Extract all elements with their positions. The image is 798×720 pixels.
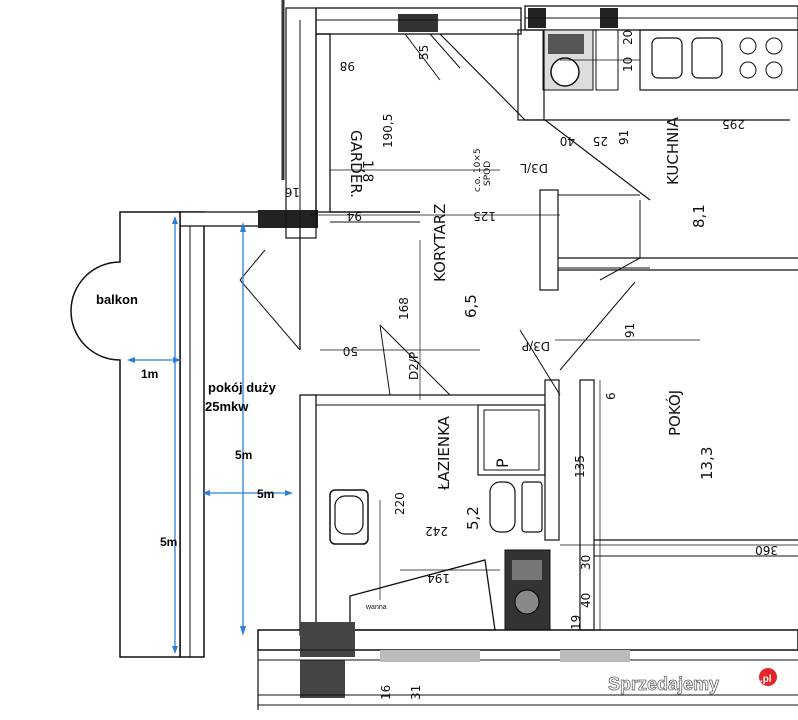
dim-194: 194	[427, 571, 450, 585]
dim-20: 20	[621, 30, 635, 45]
dim-220: 220	[393, 492, 407, 515]
watermark: Sprzedajemy .pl	[608, 668, 777, 694]
door-d3l: D3/L	[520, 161, 548, 175]
dim-55: 55	[417, 45, 431, 60]
balcony-width-label: 1m	[141, 367, 158, 381]
balkon-label: balkon	[96, 292, 138, 307]
dim-242: 242	[425, 524, 448, 538]
korytarz-area: 6,5	[462, 294, 480, 318]
dim-16b: 16	[379, 685, 393, 700]
dim-125: 125	[473, 209, 496, 223]
watermark-dot-icon	[759, 668, 777, 686]
room-name-label: pokój duży	[208, 380, 277, 395]
korytarz-name: KORYTARZ	[431, 204, 449, 282]
kuchnia-area: 8,1	[690, 204, 708, 228]
dim-295: 295	[722, 117, 745, 131]
dim-98: 98	[340, 59, 355, 73]
watermark-text: Sprzedajemy	[608, 674, 719, 694]
garderoba-name: GARDER.	[347, 130, 365, 198]
vent-label-2: SPOD	[483, 161, 493, 186]
dim-91a: 91	[617, 130, 631, 145]
dim-31: 31	[409, 685, 423, 700]
dim-360: 360	[755, 543, 778, 557]
lazienka-area: 5,2	[464, 506, 482, 530]
lazienka-name: ŁAZIENKA	[435, 415, 453, 491]
dim-16: 16	[285, 185, 300, 199]
pokoj-name: POKÓJ	[665, 390, 684, 436]
walls	[179, 0, 798, 710]
dim-91b: 91	[623, 323, 637, 338]
kuchnia-name: KUCHNIA	[664, 116, 682, 185]
balcony	[70, 211, 181, 658]
door-d3p: D3/P	[522, 339, 550, 353]
garderoba-area: 1,8	[359, 160, 375, 182]
dim-6a: 6	[604, 392, 618, 400]
p-mark: P	[493, 458, 512, 468]
door-d2p: D2/P	[407, 352, 421, 380]
dim-19: 19	[569, 615, 583, 630]
dim-1905: 190,5	[381, 114, 395, 148]
dim-50: 50	[343, 344, 358, 358]
wanna-label: wanna	[365, 604, 387, 611]
dim-94: 94	[347, 209, 362, 223]
dim-135: 135	[573, 455, 587, 478]
inner-width-label: 5m	[257, 487, 274, 501]
annotations: balkon 1m pokój duży 25mkw 5m 5m 5m	[96, 292, 277, 549]
dim-25: 25	[593, 134, 608, 148]
measurement-arrows	[127, 216, 293, 654]
watermark-suffix: .pl	[760, 674, 772, 685]
dim-30: 30	[579, 555, 593, 570]
room-area-label: 25mkw	[205, 399, 249, 414]
dim-168: 168	[397, 297, 411, 320]
room-labels: GARDER. 1,8 KORYTARZ 6,5 ŁAZIENKA 5,2 KU…	[347, 116, 716, 530]
dim-40: 40	[560, 134, 575, 148]
pokoj-area: 13,3	[698, 447, 716, 480]
inner-height-label: 5m	[235, 448, 252, 462]
dimension-labels: 98 55 190,5 40 25 91 10 20 295 16 94 125…	[285, 30, 778, 700]
dim-10: 10	[621, 57, 635, 72]
dim-40b: 40	[579, 593, 593, 608]
outer-height-label: 5m	[160, 535, 177, 549]
vent-label: c.o. 10×5	[473, 148, 483, 192]
